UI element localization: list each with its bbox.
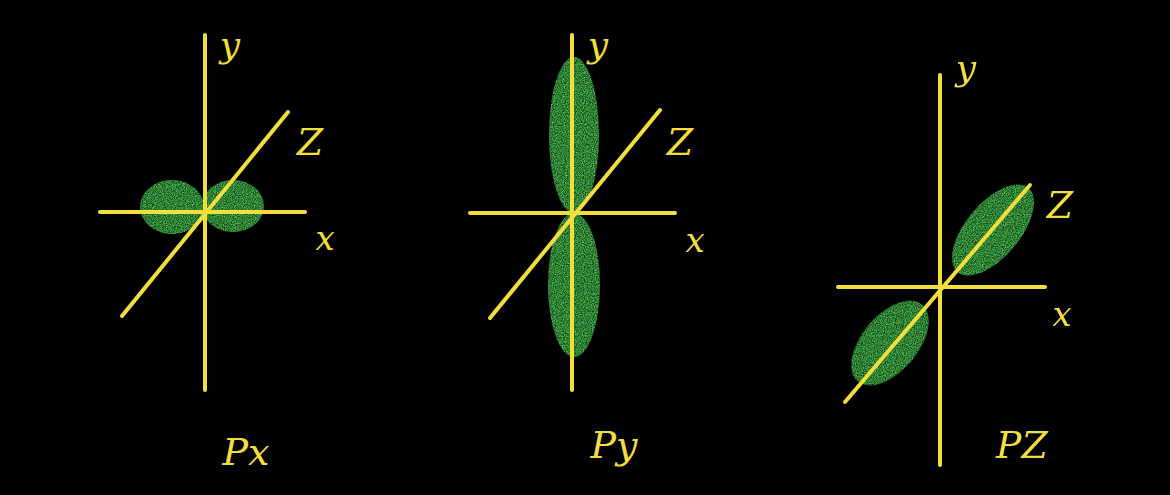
axis-label: x [315, 221, 334, 255]
axis-label: Z [667, 123, 693, 161]
axis-label: Z [1047, 186, 1073, 224]
axis-label: Z [297, 123, 323, 161]
z-axis [122, 112, 288, 316]
axis-label: y [588, 27, 608, 63]
z-axis [845, 185, 1030, 402]
orbital-caption: Py [590, 426, 637, 464]
axis-label: x [685, 223, 704, 257]
y-axis [938, 75, 942, 465]
axis-label: y [220, 27, 240, 63]
axes [838, 75, 1045, 465]
x-axis [100, 210, 305, 214]
axes [470, 35, 675, 390]
axes [100, 35, 305, 390]
z-axis [490, 110, 660, 318]
axis-label: y [956, 50, 976, 86]
px-orbital [140, 180, 264, 234]
axis-label: x [1052, 297, 1071, 331]
orbital-caption: PZ [996, 426, 1048, 464]
orbital-caption: Px [223, 433, 270, 471]
